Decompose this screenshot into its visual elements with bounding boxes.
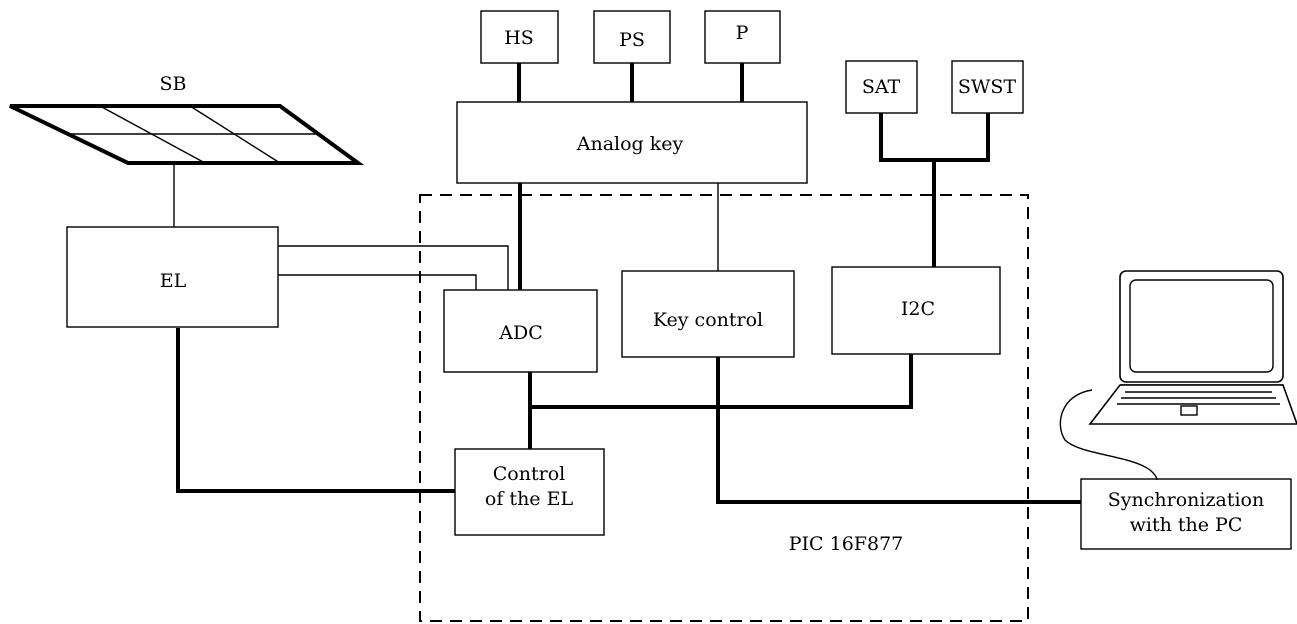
analog-key-block — [456, 101, 808, 184]
key-control-label: Key control — [653, 309, 763, 331]
hs-box — [480, 10, 559, 64]
control-el-label-line1: Control — [493, 463, 565, 485]
el-block — [66, 226, 279, 328]
p-label: P — [736, 22, 749, 44]
pic-label: PIC 16F877 — [789, 533, 904, 555]
sync-label-line1: Synchronization — [1108, 489, 1264, 511]
ps-label: PS — [619, 29, 645, 51]
key-control-block — [621, 270, 795, 358]
solar-panel-icon — [9, 104, 365, 165]
analog-key-label: Analog key — [576, 133, 684, 155]
p-box — [704, 10, 781, 64]
swst-box — [951, 60, 1024, 114]
sat-label: SAT — [862, 76, 901, 98]
solar-battery-label: SB — [160, 73, 187, 95]
laptop-icon — [1088, 270, 1297, 425]
ps-box — [593, 10, 671, 64]
pic-boundary — [419, 194, 1029, 622]
adc-label: ADC — [498, 322, 543, 344]
adc-block — [443, 289, 598, 373]
i2c-block — [831, 266, 1001, 355]
sync-label-line2: with the PC — [1130, 514, 1243, 536]
el-label: EL — [160, 270, 187, 292]
control-el-label-line2: of the EL — [485, 488, 574, 510]
sync-block — [1080, 478, 1292, 550]
hs-label: HS — [504, 27, 534, 49]
control-el-block — [454, 448, 605, 536]
i2c-label: I2C — [901, 298, 935, 320]
swst-label: SWST — [958, 76, 1017, 98]
